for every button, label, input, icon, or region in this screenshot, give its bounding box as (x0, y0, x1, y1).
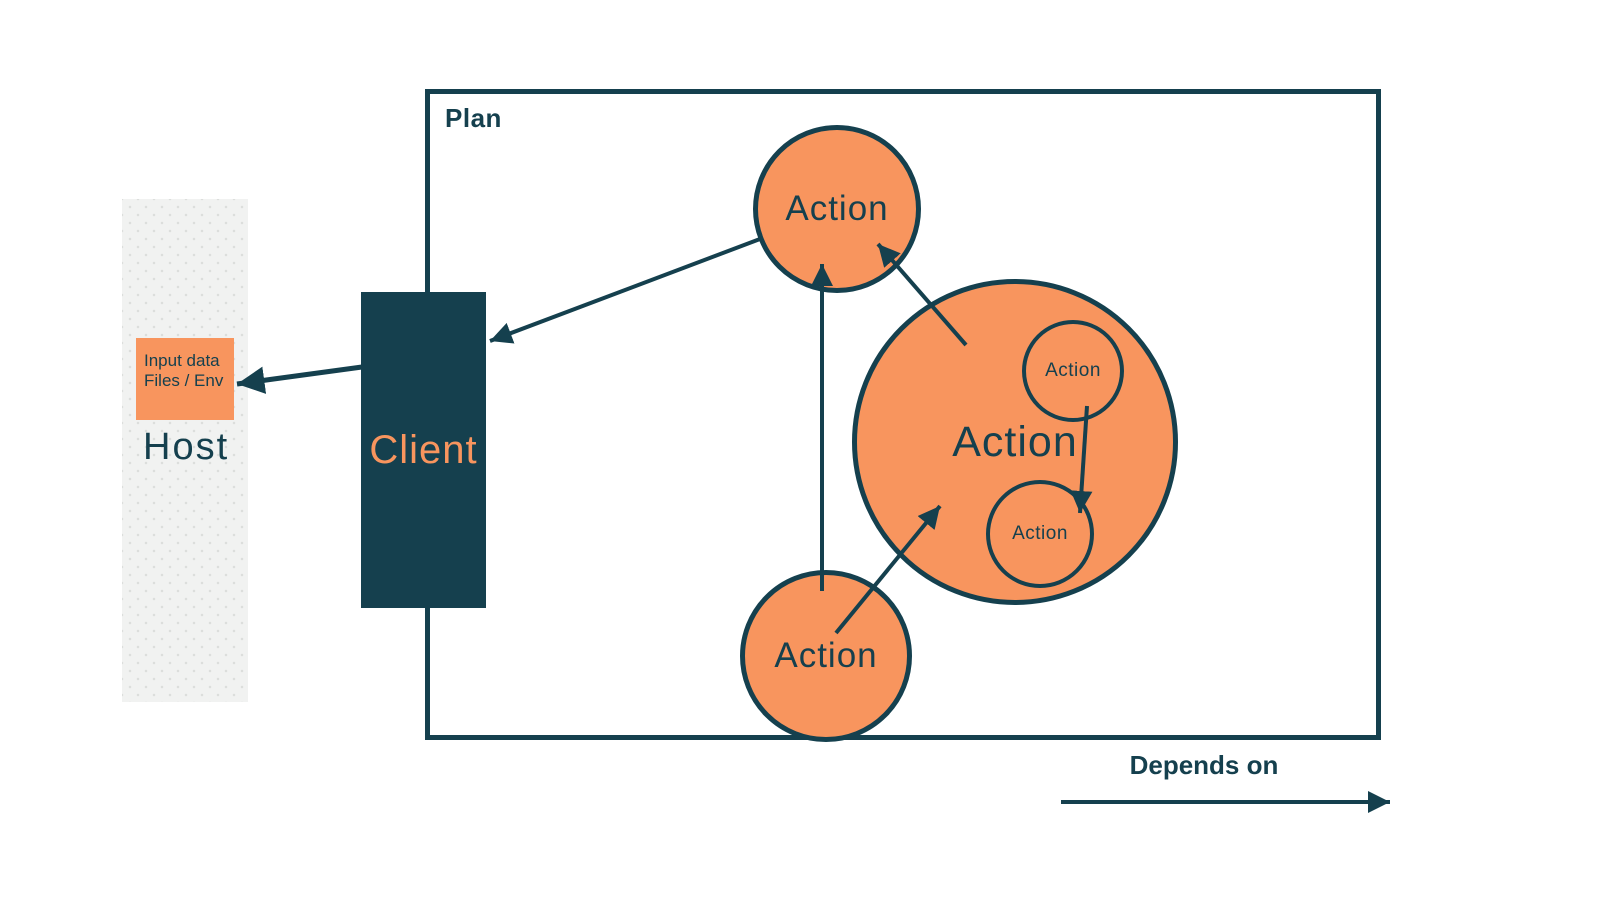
arrow-client-to-input-data (236, 364, 363, 394)
action-label-bottom: Action (774, 636, 878, 675)
action-label-small-top: Action (1045, 360, 1101, 381)
action-label-small-bottom: Action (1012, 523, 1068, 544)
client-box: Client (361, 292, 486, 608)
client-label: Client (369, 427, 478, 472)
action-label-big: Action (952, 417, 1078, 466)
host-panel (122, 199, 248, 702)
plan-label: Plan (445, 103, 502, 133)
action-label-top: Action (785, 189, 889, 228)
action-circle-bottom: Action (740, 570, 912, 742)
input-data-line1: Input data (144, 351, 220, 370)
action-circle-small-top: Action (1022, 320, 1124, 422)
input-data-line2: Files / Env (144, 371, 224, 390)
action-circle-top: Action (753, 125, 921, 293)
host-label: Host (143, 426, 230, 468)
action-circle-small-bottom: Action (986, 480, 1094, 588)
input-data-box: Input data Files / Env (136, 338, 234, 420)
legend-label: Depends on (1129, 750, 1279, 780)
